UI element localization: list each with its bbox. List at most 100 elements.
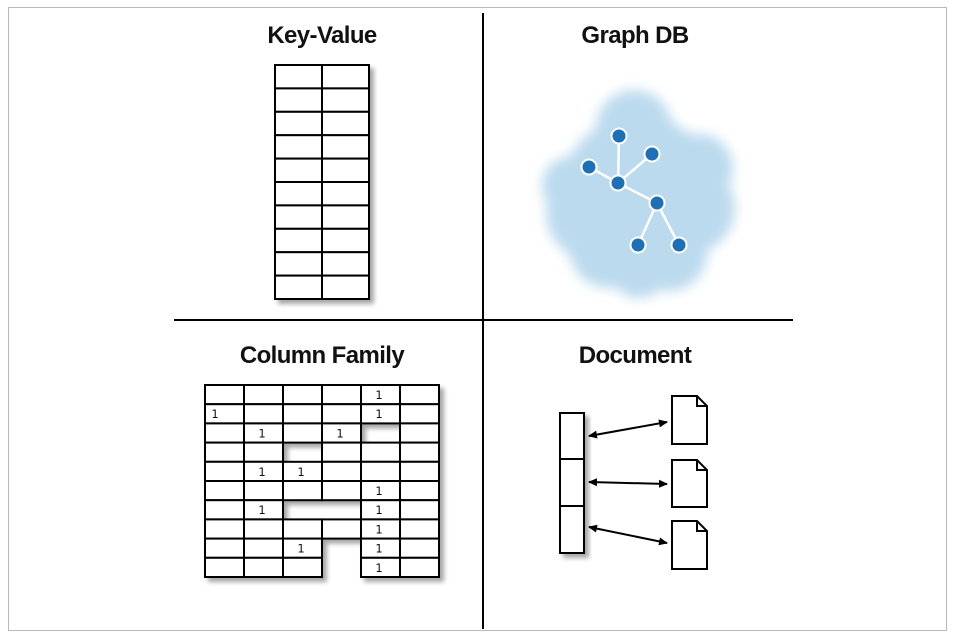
column-family-cell <box>399 518 440 540</box>
nosql-diagram: Key-Value Graph DB Column Family Documen… <box>174 13 793 629</box>
value-cell <box>321 87 370 113</box>
column-family-cell <box>243 403 284 425</box>
cell-value: 1 <box>375 522 382 536</box>
column-family-cell <box>321 518 362 540</box>
column-family-cell <box>243 556 284 578</box>
diagram-frame: Key-Value Graph DB Column Family Documen… <box>8 7 947 631</box>
key-value-title: Key-Value <box>267 22 377 49</box>
column-family-cell <box>204 422 245 444</box>
column-family-cell <box>243 384 284 406</box>
key-cell <box>274 181 323 207</box>
column-family-cell <box>204 480 245 502</box>
column-family-cell <box>399 460 440 482</box>
key-value-table <box>274 64 370 301</box>
column-family-cell <box>399 441 440 463</box>
column-family-cell <box>243 480 284 502</box>
column-family-cell <box>321 460 362 482</box>
document-file-icon <box>671 459 708 508</box>
graph-node <box>648 194 666 212</box>
column-family-cell <box>243 518 284 540</box>
graph-nodes <box>580 127 688 254</box>
column-family-cell <box>204 460 245 482</box>
key-cell <box>274 274 323 301</box>
column-family-cell <box>204 556 245 578</box>
cell-value: 1 <box>258 426 265 440</box>
column-family-table: 1 1 1 1 1 1 1 1 1 1 1 1 1 1 <box>204 384 440 578</box>
column-family-cell <box>399 384 440 406</box>
graph-node <box>670 236 688 254</box>
cell-value: 1 <box>375 484 382 498</box>
key-cell <box>274 227 323 254</box>
column-family-cell <box>282 384 323 406</box>
cell-value: 1 <box>258 503 265 517</box>
value-cell <box>321 181 370 207</box>
column-family-cells <box>204 384 440 578</box>
column-family-cell <box>321 384 362 406</box>
column-family-cell <box>282 480 323 502</box>
column-family-cell <box>282 518 323 540</box>
value-cell <box>321 134 370 160</box>
key-cell <box>274 110 323 137</box>
key-cell <box>274 157 323 184</box>
column-family-cell <box>282 403 323 425</box>
column-family-cell <box>399 403 440 425</box>
document-arrow <box>588 419 668 439</box>
column-family-cell <box>399 499 440 521</box>
cell-value: 1 <box>297 542 304 556</box>
graph-node <box>643 145 661 163</box>
column-family-cell <box>282 556 323 578</box>
cell-value: 1 <box>297 465 304 479</box>
column-family-cell <box>399 556 440 578</box>
graph-node <box>609 174 627 192</box>
document-arrow <box>588 478 668 488</box>
column-family-cell <box>399 422 440 444</box>
graph-node <box>580 158 598 176</box>
column-family-cell <box>204 518 245 540</box>
value-cell <box>321 227 370 254</box>
graph-node <box>610 127 628 145</box>
key-cell <box>274 87 323 113</box>
cell-value: 1 <box>211 407 218 421</box>
document-illustration <box>559 395 708 570</box>
value-cell <box>321 64 370 90</box>
column-family-cell <box>204 384 245 406</box>
key-cell <box>274 64 323 90</box>
key-cell <box>274 251 323 277</box>
column-family-cell <box>243 537 284 559</box>
column-family-cell <box>204 441 245 463</box>
column-family-cell <box>399 480 440 502</box>
cell-value: 1 <box>258 465 265 479</box>
value-cell <box>321 251 370 277</box>
column-family-title: Column Family <box>240 342 405 369</box>
cell-value: 1 <box>375 542 382 556</box>
graph-db-illustration <box>542 90 735 298</box>
value-cell <box>321 274 370 301</box>
column-family-cell <box>321 480 362 502</box>
column-family-cell <box>282 422 323 444</box>
column-family-cell <box>204 499 245 521</box>
cell-value: 1 <box>375 388 382 402</box>
document-arrow <box>588 524 668 546</box>
document-key-column <box>559 412 585 554</box>
cell-value: 1 <box>375 503 382 517</box>
column-family-cell <box>204 537 245 559</box>
column-family-cell <box>321 441 362 463</box>
column-family-cell <box>399 537 440 559</box>
cell-value: 1 <box>375 407 382 421</box>
column-family-cell <box>321 403 362 425</box>
cell-value: 1 <box>336 426 343 440</box>
value-cell <box>321 110 370 137</box>
document-file-icon <box>671 520 708 570</box>
column-family-cell <box>360 460 401 482</box>
graph-node <box>629 236 647 254</box>
key-cell <box>274 134 323 160</box>
document-title: Document <box>579 342 692 369</box>
cell-value: 1 <box>375 561 382 575</box>
column-family-cell <box>360 441 401 463</box>
value-cell <box>321 204 370 230</box>
key-cell <box>274 204 323 230</box>
document-file-icon <box>671 395 708 445</box>
column-family-cell <box>243 441 284 463</box>
graph-db-title: Graph DB <box>581 22 688 49</box>
value-cell <box>321 157 370 184</box>
